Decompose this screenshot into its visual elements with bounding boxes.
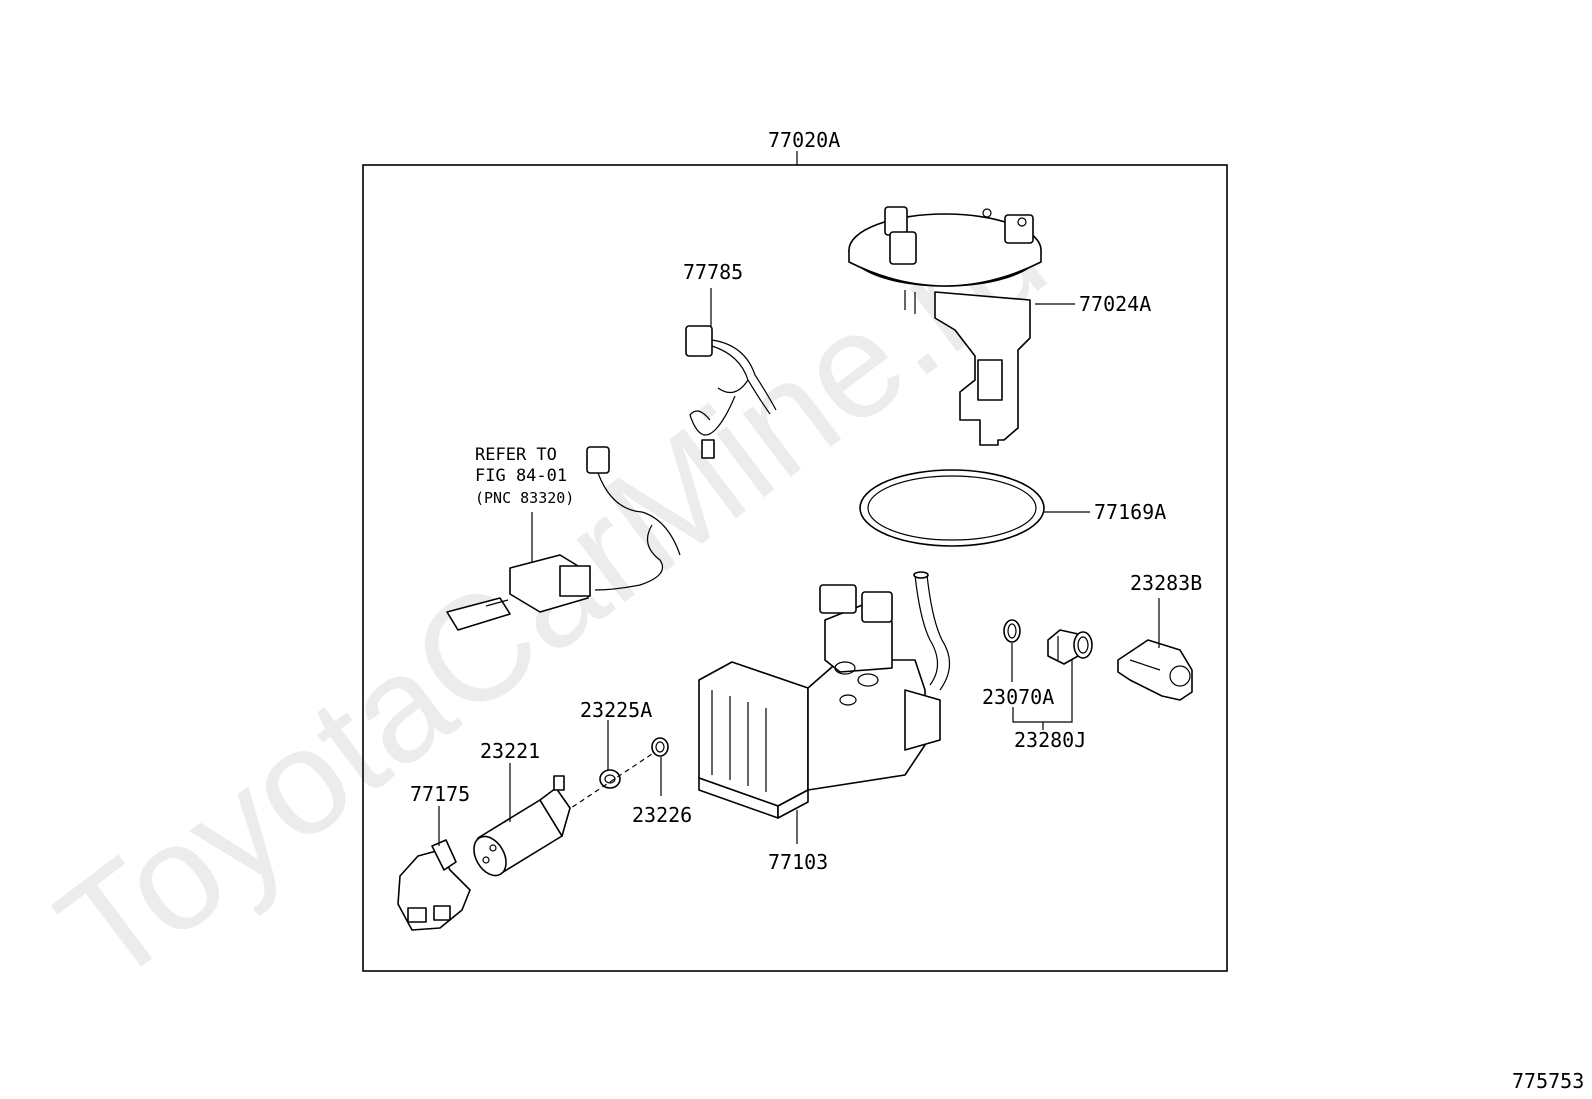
label-23226[interactable]: 23226: [632, 803, 692, 827]
label-77103[interactable]: 77103: [768, 850, 828, 874]
part-23280J-regulator: [1047, 629, 1093, 665]
refer-line2: FIG 84-01: [475, 466, 567, 486]
label-23283B[interactable]: 23283B: [1130, 571, 1202, 595]
part-77103-bracket: [698, 571, 951, 819]
refer-line1: REFER TO: [475, 445, 557, 465]
label-23070A[interactable]: 23070A: [982, 685, 1054, 709]
figure-id: 775753: [1512, 1069, 1584, 1093]
label-23225A[interactable]: 23225A: [580, 698, 652, 722]
part-23070A-oring: [1003, 619, 1021, 643]
part-23225A-cushion: [599, 769, 621, 789]
assembly-frame: [362, 164, 1228, 972]
label-23280J[interactable]: 23280J: [1014, 728, 1086, 752]
part-77024A-flange: [848, 206, 1042, 446]
part-23221-fuel-pump: [473, 775, 571, 877]
label-77169A[interactable]: 77169A: [1094, 500, 1166, 524]
part-77175-filter: [397, 839, 471, 931]
part-fuel-sender: [446, 446, 681, 631]
label-77175[interactable]: 77175: [410, 782, 470, 806]
refer-line3: (PNC 83320): [475, 489, 574, 507]
part-77169A-gasket: [859, 469, 1045, 547]
label-77785[interactable]: 77785: [683, 260, 743, 284]
label-77020A[interactable]: 77020A: [768, 128, 840, 152]
label-23221[interactable]: 23221: [480, 739, 540, 763]
leader-23280J: [1012, 660, 1073, 730]
assembly-dash-line: [564, 751, 656, 813]
part-23226-washer: [651, 737, 669, 757]
part-23283B-retainer: [1117, 639, 1193, 701]
label-77024A[interactable]: 77024A: [1079, 292, 1151, 316]
part-77785-harness: [685, 325, 777, 459]
